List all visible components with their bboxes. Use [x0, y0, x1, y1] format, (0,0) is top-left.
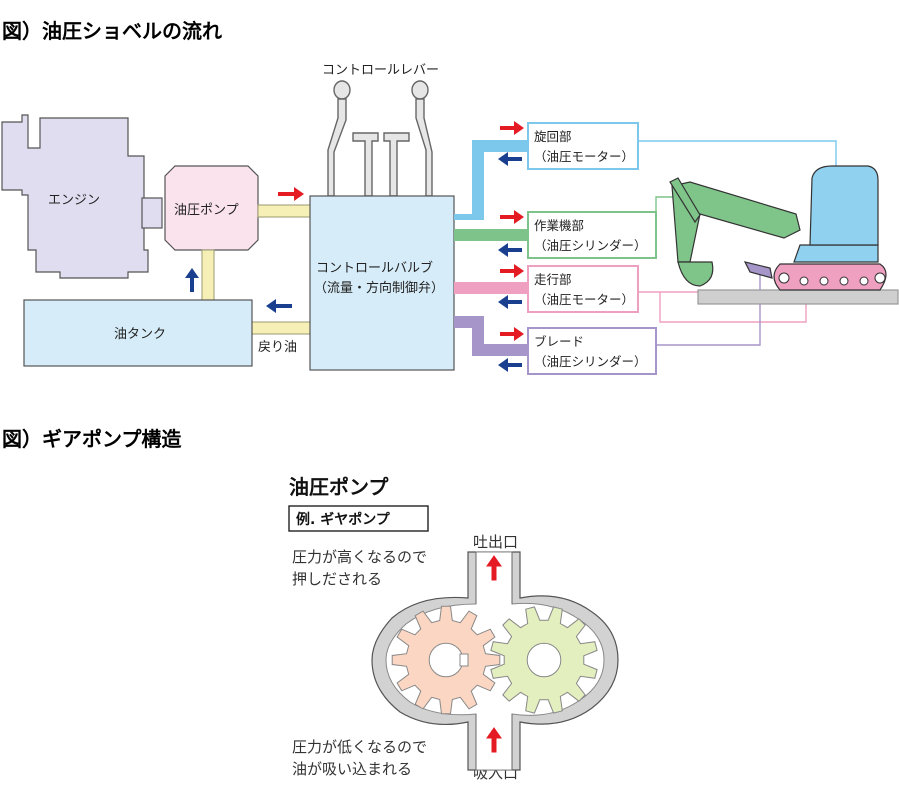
- suction-arrow-icon: [185, 268, 199, 292]
- output-blade-sublabel: （油圧シリンダー）: [534, 354, 647, 369]
- low-pressure-line2: 油が吸い込まれる: [292, 760, 412, 778]
- control-valve-box: [309, 195, 455, 371]
- gear-pump-title: 図）ギアポンプ構造: [2, 427, 182, 451]
- output-travel-label: 走行部: [534, 272, 572, 287]
- control-valve-sublabel: （流量・方向制御弁）: [314, 280, 444, 296]
- output-work-label: 作業機部: [534, 218, 584, 233]
- output-travel-sublabel: （油圧モーター）: [534, 292, 634, 307]
- return-arrow-icon: [266, 299, 292, 313]
- gear-pump-heading: 油圧ポンプ: [289, 475, 389, 499]
- high-pressure-line1: 圧力が高くなるので: [292, 548, 427, 566]
- return-oil-label: 戻り油: [258, 340, 297, 355]
- output-blade: ブレード （油圧シリンダー）: [527, 327, 657, 375]
- control-valve-label: コントロールバルブ: [316, 260, 433, 276]
- drive-gear-icon: [391, 605, 501, 715]
- oil-tank-label: 油タンク: [114, 327, 166, 342]
- output-work: 作業機部 （油圧シリンダー）: [527, 211, 657, 259]
- hydraulic-pump-box: [164, 165, 259, 251]
- high-pressure-line2: 押しだされる: [292, 570, 382, 588]
- hydraulic-pump-label: 油圧ポンプ: [174, 203, 239, 218]
- gear-example-label: 例. ギヤポンプ: [296, 511, 391, 528]
- control-lever-label: コントロールレバー: [322, 63, 439, 78]
- driven-gear-icon: [490, 606, 598, 714]
- supply-arrow-icon: [278, 187, 304, 201]
- outlet-arrow-icon: [486, 555, 502, 581]
- output-blade-label: ブレード: [534, 334, 584, 349]
- output-travel: 走行部 （油圧モーター）: [527, 265, 639, 313]
- port-lines: [475, 552, 513, 770]
- outlet-label: 吐出口: [473, 533, 518, 551]
- engine-block: [1, 114, 163, 279]
- oil-tank-box: [23, 299, 253, 367]
- output-swing-label: 旋回部: [534, 129, 572, 144]
- output-arrows: [498, 121, 524, 372]
- oil-pipes: [201, 204, 311, 335]
- inlet-arrow-icon: [486, 727, 502, 753]
- output-pipes: [454, 140, 528, 356]
- flow-title: 図）油圧ショベルの流れ: [2, 19, 222, 43]
- output-swing-sublabel: （油圧モーター）: [534, 149, 634, 164]
- engine-label: エンジン: [48, 193, 100, 208]
- control-lever-icon: [327, 80, 433, 197]
- output-swing: 旋回部 （油圧モーター）: [527, 122, 639, 170]
- low-pressure-line1: 圧力が低くなるので: [292, 738, 427, 756]
- excavator-connectors: [638, 140, 837, 346]
- gear-example-box: [288, 505, 429, 532]
- output-work-sublabel: （油圧シリンダー）: [534, 238, 647, 253]
- excavator-illustration: [669, 165, 899, 305]
